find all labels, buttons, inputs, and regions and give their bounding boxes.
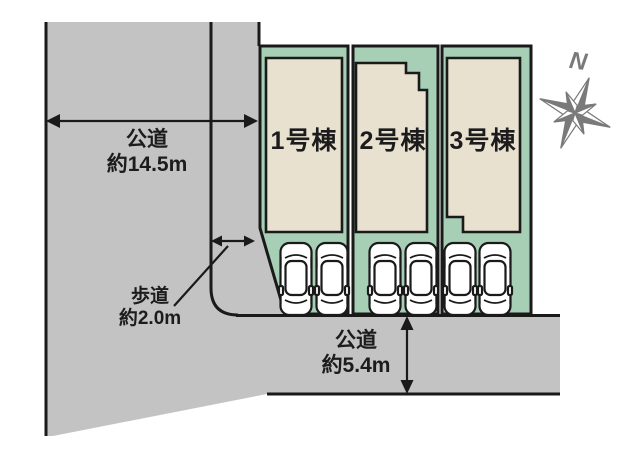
sidewalk-curb-line — [209, 22, 239, 317]
car-icon — [476, 241, 514, 317]
building-3 — [445, 56, 522, 234]
car-icon — [402, 241, 440, 317]
compass-rose-icon — [539, 77, 611, 149]
dimension-arrow-road-south — [400, 316, 414, 394]
car-icon — [313, 241, 351, 317]
road-surface — [46, 22, 560, 436]
building-2 — [354, 61, 429, 234]
car-icon — [441, 241, 479, 317]
building-1 — [264, 56, 344, 234]
dimension-arrow-sidewalk — [173, 235, 255, 307]
car-icon — [366, 241, 404, 317]
car-icon — [277, 241, 315, 317]
dimension-arrow-road-west — [46, 114, 258, 128]
